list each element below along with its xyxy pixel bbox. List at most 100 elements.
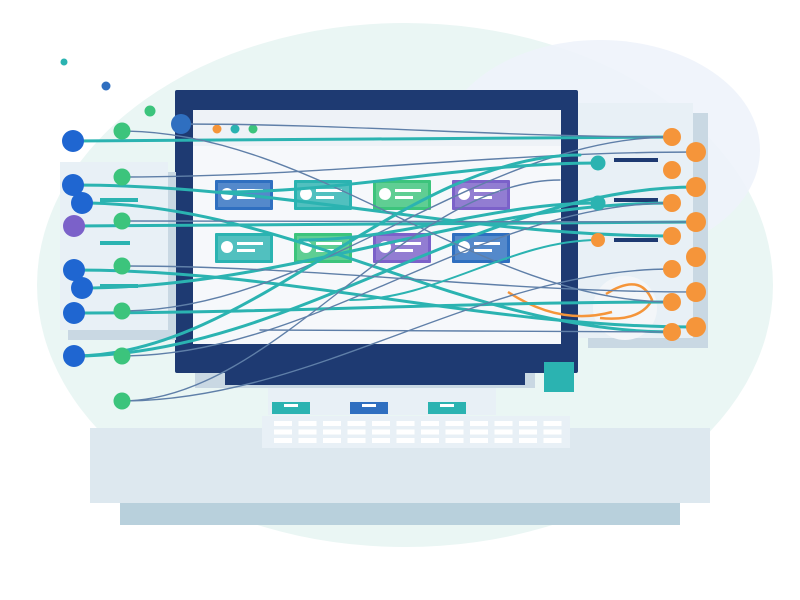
- keyboard-key: [470, 421, 488, 426]
- green-node-icon[interactable]: [113, 392, 131, 410]
- connection-wire: [180, 123, 673, 138]
- orange-node-icon[interactable]: [686, 142, 706, 162]
- connection-wire: [71, 183, 674, 238]
- connection-wire: [80, 201, 674, 334]
- orange-node-icon[interactable]: [591, 233, 605, 247]
- keyboard-key: [543, 421, 562, 426]
- card-profile-icon: [300, 188, 312, 200]
- connection-wire: [218, 161, 600, 194]
- keyboard-key: [396, 421, 415, 426]
- blue-node-icon[interactable]: [63, 302, 85, 324]
- connection-wire: [121, 136, 673, 312]
- connection-wire: [121, 220, 697, 223]
- green-dot-icon[interactable]: [248, 124, 258, 134]
- orange-node-icon[interactable]: [663, 293, 681, 311]
- blue-node-icon[interactable]: [63, 345, 85, 367]
- orange-dot-icon[interactable]: [212, 124, 222, 134]
- drawer[interactable]: [272, 402, 310, 414]
- keyboard-key: [274, 438, 292, 443]
- orange-node-icon[interactable]: [686, 177, 706, 197]
- orange-node-icon[interactable]: [686, 317, 706, 337]
- connection-wires: [71, 123, 698, 402]
- green-node-icon[interactable]: [113, 168, 131, 186]
- screen-card[interactable]: [452, 180, 510, 210]
- orange-node-icon[interactable]: [663, 161, 681, 179]
- connection-wire: [349, 239, 599, 301]
- keyboard-key: [470, 438, 488, 443]
- green-node-icon[interactable]: [113, 122, 131, 140]
- keyboard-key: [519, 421, 537, 426]
- drawer[interactable]: [428, 402, 466, 414]
- connection-wire: [72, 185, 698, 358]
- green-node-icon[interactable]: [113, 257, 131, 275]
- keyboard-key: [445, 429, 464, 435]
- left-panel-bar: [100, 198, 138, 202]
- orange-node-icon[interactable]: [686, 282, 706, 302]
- green-node-icon[interactable]: [113, 302, 131, 320]
- connection-wire: [121, 202, 673, 357]
- blue-node-icon[interactable]: [171, 114, 191, 134]
- monitor-button[interactable]: [544, 362, 574, 392]
- keyboard-key: [494, 438, 513, 443]
- orange-node-icon[interactable]: [663, 128, 681, 146]
- keyboard-key: [347, 421, 366, 426]
- card-profile-icon: [379, 188, 391, 200]
- keyboard-key: [323, 421, 341, 426]
- connection-wire: [121, 265, 697, 293]
- teal-node-icon[interactable]: [590, 155, 606, 171]
- keyboard-key: [298, 429, 317, 435]
- connection-wire: [259, 329, 673, 333]
- orange-node-icon[interactable]: [663, 227, 681, 245]
- blue-node-icon[interactable]: [71, 277, 93, 299]
- teal-dot-icon[interactable]: [230, 124, 240, 134]
- orange-arc: [507, 290, 613, 318]
- keyboard-key: [470, 429, 488, 435]
- keyboard-key: [274, 421, 292, 426]
- monitor: [175, 90, 578, 392]
- keyboard-key: [372, 438, 390, 443]
- keyboard-key: [519, 429, 537, 435]
- keyboard-key: [519, 438, 537, 443]
- connection-wire: [298, 201, 600, 242]
- right-panel-bar: [614, 158, 658, 162]
- connection-wire: [71, 135, 674, 143]
- green-node-icon[interactable]: [113, 212, 131, 230]
- blue-node-icon[interactable]: [62, 174, 84, 196]
- green-node-icon[interactable]: [113, 347, 131, 365]
- keyboard-key: [494, 429, 513, 435]
- connection-wire: [72, 268, 698, 329]
- card-profile-icon: [221, 241, 233, 253]
- keyboard-key: [421, 438, 439, 443]
- blue-node-icon[interactable]: [63, 259, 85, 281]
- screen-card[interactable]: [373, 180, 431, 210]
- keyboard-key: [445, 421, 464, 426]
- keyboard-key: [323, 438, 341, 443]
- floating-dot-icon: [144, 105, 156, 117]
- keyboard-key: [421, 421, 439, 426]
- orange-node-icon[interactable]: [663, 260, 681, 278]
- teal-node-icon[interactable]: [590, 195, 606, 211]
- floating-dot-icon: [101, 81, 111, 91]
- keyboard-key: [396, 429, 415, 435]
- drawer-handle: [284, 404, 298, 407]
- blue-node-icon[interactable]: [62, 130, 84, 152]
- orange-node-icon[interactable]: [663, 323, 681, 341]
- connection-wire: [121, 179, 561, 402]
- purple-node-icon[interactable]: [63, 215, 85, 237]
- window-controls: [212, 124, 258, 134]
- drawer-handle: [362, 404, 376, 407]
- orange-node-icon[interactable]: [686, 212, 706, 232]
- screen-card[interactable]: [215, 233, 273, 263]
- keyboard-key: [347, 438, 366, 443]
- orange-node-icon[interactable]: [686, 247, 706, 267]
- keyboard-key: [298, 438, 317, 443]
- keyboard-key: [396, 438, 415, 443]
- blue-node-icon[interactable]: [71, 192, 93, 214]
- connection-wire: [80, 201, 674, 290]
- drawer[interactable]: [350, 402, 388, 414]
- keyboard-key: [372, 421, 390, 426]
- right-panel-bar: [614, 238, 658, 242]
- connection-wire: [72, 300, 674, 315]
- orange-node-icon[interactable]: [663, 194, 681, 212]
